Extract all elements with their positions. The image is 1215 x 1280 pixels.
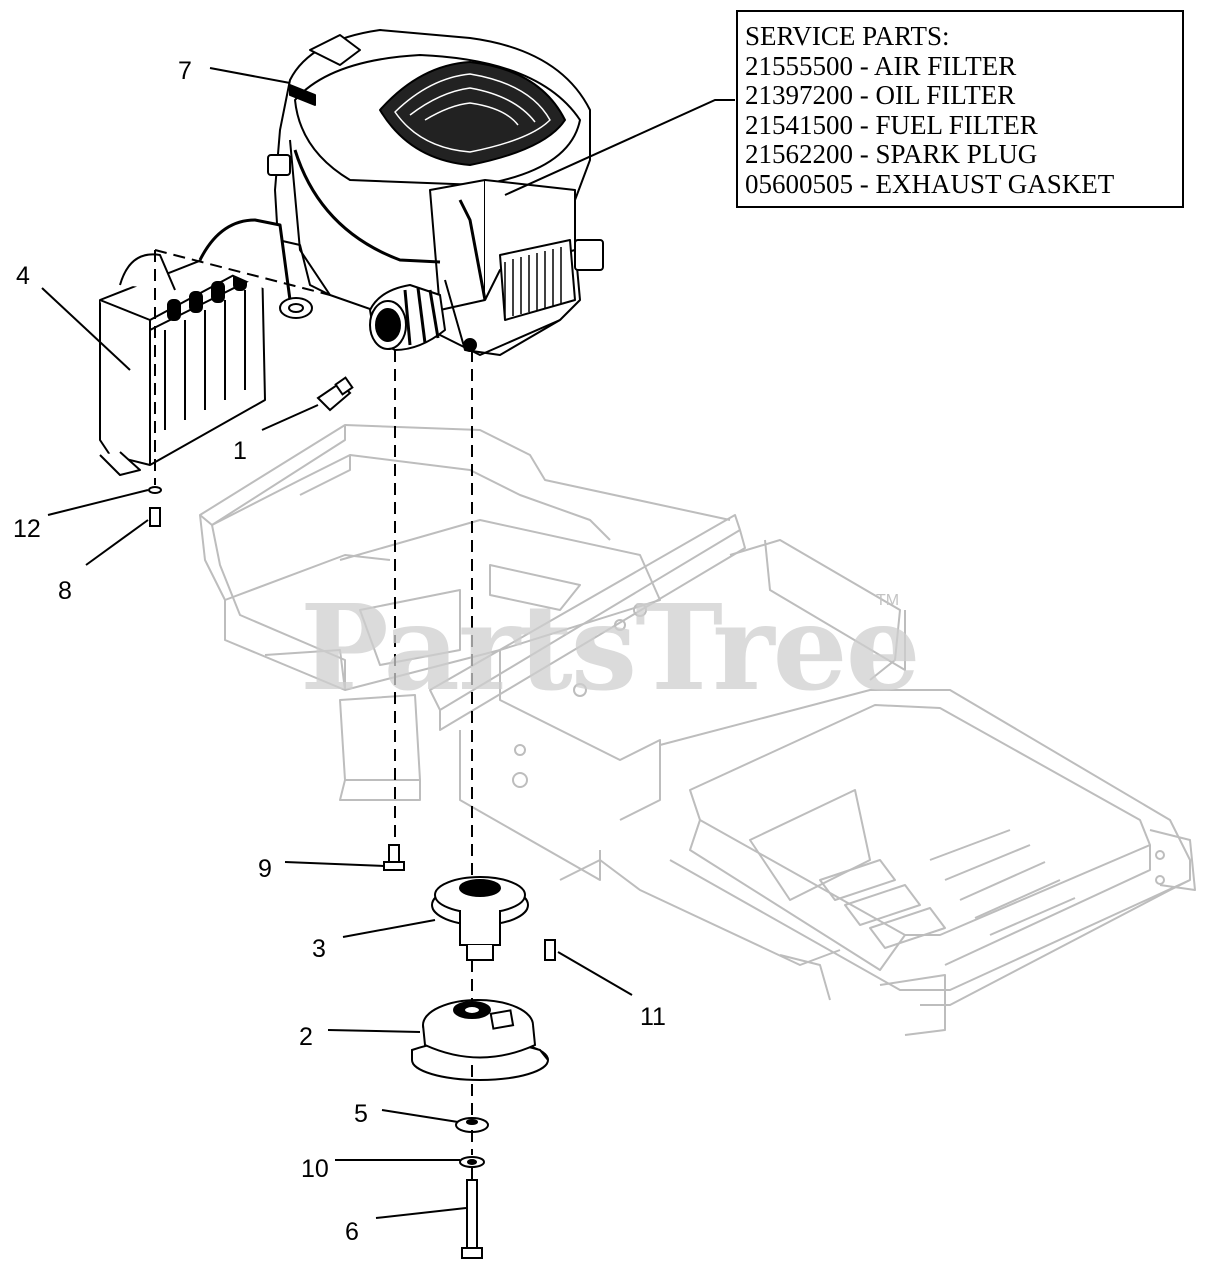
service-part-oil-filter: 21397200 - OIL FILTER <box>745 80 1016 110</box>
callout-9: 9 <box>258 855 272 883</box>
service-part-exhaust-gasket: 05600505 - EXHAUST GASKET <box>745 168 1115 199</box>
callout-10: 10 <box>301 1155 329 1183</box>
callout-8: 8 <box>58 577 72 605</box>
part-10-washer <box>459 1156 485 1168</box>
part-8-bolt <box>149 507 161 527</box>
callout-12: 12 <box>13 515 41 543</box>
part-11-key <box>544 939 556 961</box>
part-2-clutch <box>411 999 549 1081</box>
part-3-pulley <box>431 876 529 961</box>
part-6-bolt <box>461 1179 483 1259</box>
callout-2: 2 <box>299 1023 313 1051</box>
part-5-spacer <box>455 1117 489 1133</box>
service-part-spark-plug: 21562200 - SPARK PLUG <box>745 139 1038 169</box>
chassis-frame <box>199 424 1196 1036</box>
leader-lines <box>41 67 735 1219</box>
assembly-lines <box>154 249 473 1180</box>
watermark-text: PartsTree <box>300 578 921 717</box>
part-12-washer <box>148 486 162 494</box>
service-part-air-filter: 21555500 - AIR FILTER <box>745 50 1017 81</box>
callout-11: 11 <box>640 1003 666 1031</box>
service-part-fuel-filter: 21541500 - FUEL FILTER <box>745 109 1038 140</box>
muffler <box>99 218 313 476</box>
callout-1: 1 <box>233 437 247 465</box>
callout-5: 5 <box>354 1100 368 1128</box>
callout-3: 3 <box>312 935 326 963</box>
oil-filter <box>369 284 446 351</box>
watermark-trademark: TM <box>876 592 900 609</box>
callout-6: 6 <box>345 1218 359 1246</box>
service-parts-box: SERVICE PARTS: 21555500 - AIR FILTER 213… <box>736 10 1184 208</box>
service-parts-heading: SERVICE PARTS: <box>745 21 950 51</box>
part-1-fitting <box>316 376 354 412</box>
callout-7: 7 <box>178 57 192 85</box>
callout-4: 4 <box>16 262 30 290</box>
engine <box>267 29 604 356</box>
part-9-bolt <box>383 844 405 871</box>
